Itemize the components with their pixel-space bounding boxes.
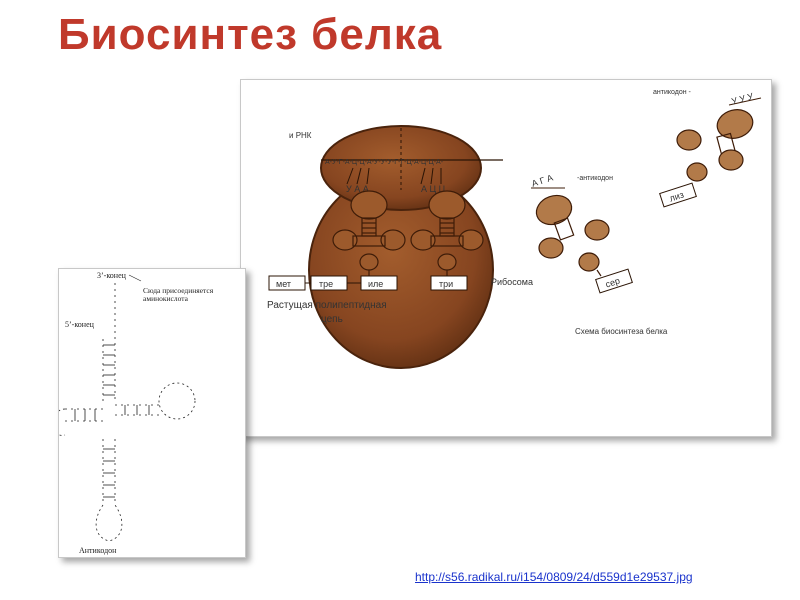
label-5prime: 5’-конец (65, 320, 95, 329)
anticodon-left: У А А (346, 184, 369, 194)
trna-ser (531, 187, 610, 277)
ribosome (308, 125, 494, 369)
biosynthesis-svg: и РНК А-У-Г-А-Ц-Ц-А-У-У-У-Г-Г-Ц-А-Ц-Ц-А-… (267, 89, 762, 369)
amino-box-ile (360, 275, 398, 291)
anticodon-right: А Ц Ц (421, 184, 446, 194)
source-link[interactable]: http://s56.radikal.ru/i154/0809/24/d559d… (415, 570, 693, 584)
trna-structure-svg: 3’-конец Сюда присоединяется аминокислот… (59, 271, 214, 555)
codon-ticks (346, 167, 442, 185)
polypeptide-chain: мет тре иле три (268, 275, 468, 291)
amino-liz: лиз (668, 190, 685, 204)
polypeptide-label-2: цепь (321, 314, 343, 325)
ribosome-small-subunit (320, 125, 482, 211)
trna-right (410, 190, 484, 276)
page-title: Биосинтез белка (58, 10, 443, 59)
label-attach-1: Сюда присоединяется (143, 286, 214, 295)
amino-box-liz (659, 182, 697, 208)
trna-structure-diagram: 3’-конец Сюда присоединяется аминокислот… (58, 268, 246, 558)
amino-box-tri (430, 275, 468, 291)
mrna-sequence: А-У-Г-А-Ц-Ц-А-У-У-У-Г-Г-Ц-А-Ц-Ц-А- (325, 159, 444, 166)
polypeptide-label-1: Растущая полипептидная (267, 300, 387, 311)
label-anticodon: Антикодон (79, 546, 117, 555)
amino-box-ser (595, 268, 633, 294)
trna-cloverleaf (59, 283, 196, 542)
mrna-label: и РНК (289, 131, 312, 140)
amino-tri: три (439, 279, 453, 289)
protein-biosynthesis-diagram: и РНК А-У-Г-А-Ц-Ц-А-У-У-У-Г-Г-Ц-А-Ц-Ц-А-… (240, 79, 772, 437)
diagram-caption: Схема биосинтеза белка (575, 327, 668, 336)
label-attach-2: аминокислота (143, 294, 189, 303)
anticodon-label-middle: -антикодон (577, 175, 613, 182)
amino-ile: иле (368, 279, 383, 289)
ribosome-label: Рибосома (491, 277, 533, 287)
amino-met: мет (276, 279, 291, 289)
codon-uuu: У У У (730, 91, 754, 106)
amino-tre: тре (319, 279, 333, 289)
amino-ser: сер (604, 275, 621, 289)
anticodon-label-top: антикодон - (653, 89, 692, 96)
trna-liz (676, 97, 762, 182)
codon-aga: А Г А (530, 173, 554, 189)
label-3prime: 3’-конец (97, 271, 127, 280)
trna-left (332, 190, 406, 280)
